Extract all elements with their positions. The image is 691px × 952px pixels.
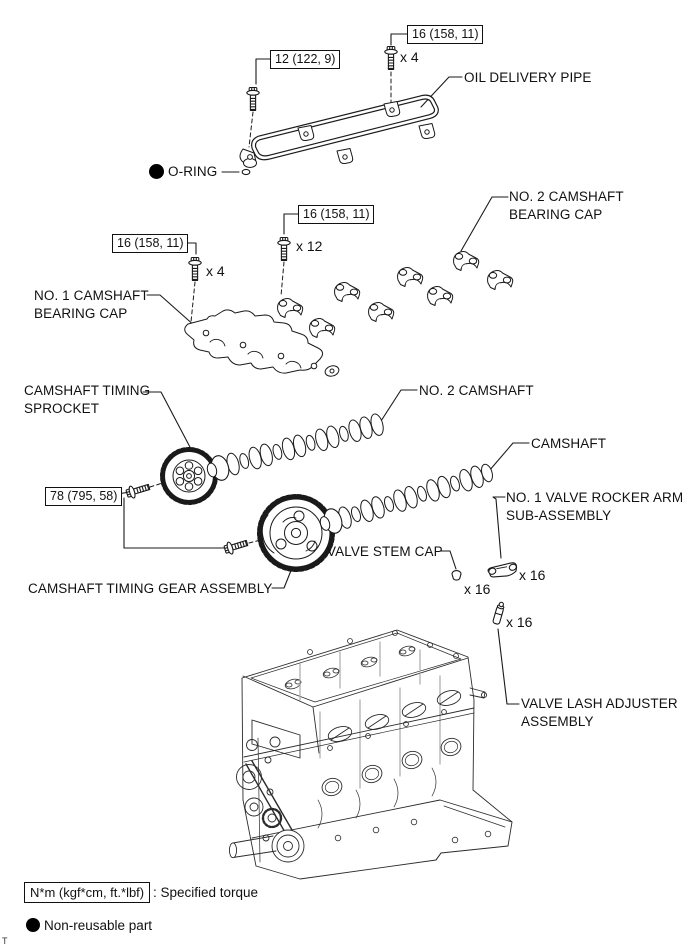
- label-no1-camshaft-bearing-cap: NO. 1 CAMSHAFT BEARING CAP: [34, 287, 149, 323]
- label-line: BEARING CAP: [509, 207, 603, 222]
- qty-no2-cap-bolts: x 12: [296, 238, 323, 254]
- union-bolt-drawing: [246, 86, 260, 112]
- oil-pipe-bolt-drawing: [384, 45, 398, 71]
- label-line: ASSEMBLY: [521, 714, 594, 729]
- torque-box-oil-pipe-bolt: 16 (158, 11): [407, 25, 484, 44]
- label-line: CAMSHAFT TIMING: [24, 383, 151, 398]
- label-valve-lash-adjuster: VALVE LASH ADJUSTER ASSEMBLY: [521, 695, 678, 731]
- no2-camshaft-drawing: [206, 412, 386, 481]
- valve-stem-cap-drawing: [451, 570, 462, 581]
- legend-non-reusable: Non-reusable part: [44, 918, 153, 933]
- leader-lines: [110, 33, 530, 705]
- legend-torque-units-box: N*m (kgf*cm, ft.*lbf): [24, 882, 151, 903]
- camshaft-drawing: [319, 463, 493, 534]
- rocker-arm-drawing: [487, 562, 518, 578]
- torque-box-union-bolt: 12 (122, 9): [270, 50, 341, 69]
- torque-box-no2-cap-bolt: 16 (158, 11): [298, 205, 375, 224]
- non-reusable-dot-icon: [26, 918, 40, 932]
- qty-lash-adjusters: x 16: [506, 614, 533, 630]
- non-reusable-dot-icon: [149, 164, 164, 179]
- label-line: SUB-ASSEMBLY: [506, 508, 612, 523]
- label-camshaft-timing-sprocket: CAMSHAFT TIMING SPROCKET: [24, 382, 150, 418]
- legend-torque-caption: : Specified torque: [153, 885, 259, 900]
- label-camshaft-timing-gear: CAMSHAFT TIMING GEAR ASSEMBLY: [28, 581, 273, 596]
- engine-block-drawing: [228, 629, 513, 880]
- torque-box-timing-gear-bolt: 78 (795, 58): [45, 487, 123, 506]
- label-no1-valve-rocker-arm: NO. 1 VALVE ROCKER ARM SUB-ASSEMBLY: [506, 489, 683, 525]
- label-o-ring: O-RING: [168, 164, 218, 179]
- label-valve-stem-cap: VALVE STEM CAP: [327, 544, 443, 559]
- sprocket-bolt-drawing: [124, 480, 152, 501]
- oil-delivery-pipe-drawing: [239, 94, 439, 168]
- label-line: BEARING CAP: [34, 306, 128, 321]
- no1-cap-bolt-drawing: [188, 256, 202, 282]
- qty-valve-stem-caps: x 16: [464, 581, 491, 597]
- label-no2-camshaft: NO. 2 CAMSHAFT: [419, 383, 534, 398]
- qty-rocker-arms: x 16: [519, 567, 546, 583]
- no2-cap-bolt-drawing: [277, 236, 291, 262]
- label-camshaft: CAMSHAFT: [531, 436, 607, 451]
- label-line: SPROCKET: [24, 401, 100, 416]
- label-line: VALVE LASH ADJUSTER: [521, 696, 678, 711]
- no2-bearing-caps-drawing: [277, 251, 514, 338]
- label-line: NO. 2 CAMSHAFT: [509, 189, 624, 204]
- label-no2-camshaft-bearing-cap: NO. 2 CAMSHAFT BEARING CAP: [509, 188, 624, 224]
- camshaft-timing-gear-drawing: [257, 494, 335, 572]
- o-ring-drawing: [241, 168, 251, 176]
- page-footnote: T: [2, 936, 8, 946]
- label-line: NO. 1 CAMSHAFT: [34, 288, 149, 303]
- label-oil-delivery-pipe: OIL DELIVERY PIPE: [464, 70, 592, 85]
- qty-no1-cap-bolts: x 4: [206, 263, 225, 279]
- lash-adjuster-drawing: [492, 601, 505, 625]
- camshaft-timing-sprocket-drawing: [160, 447, 218, 505]
- no1-bearing-cap-drawing: [184, 309, 340, 377]
- torque-box-no1-cap-bolt: 16 (158, 11): [112, 234, 189, 253]
- qty-oil-pipe-bolts: x 4: [400, 49, 419, 65]
- label-line: NO. 1 VALVE ROCKER ARM: [506, 490, 684, 505]
- gear-bolt-drawing: [222, 536, 250, 557]
